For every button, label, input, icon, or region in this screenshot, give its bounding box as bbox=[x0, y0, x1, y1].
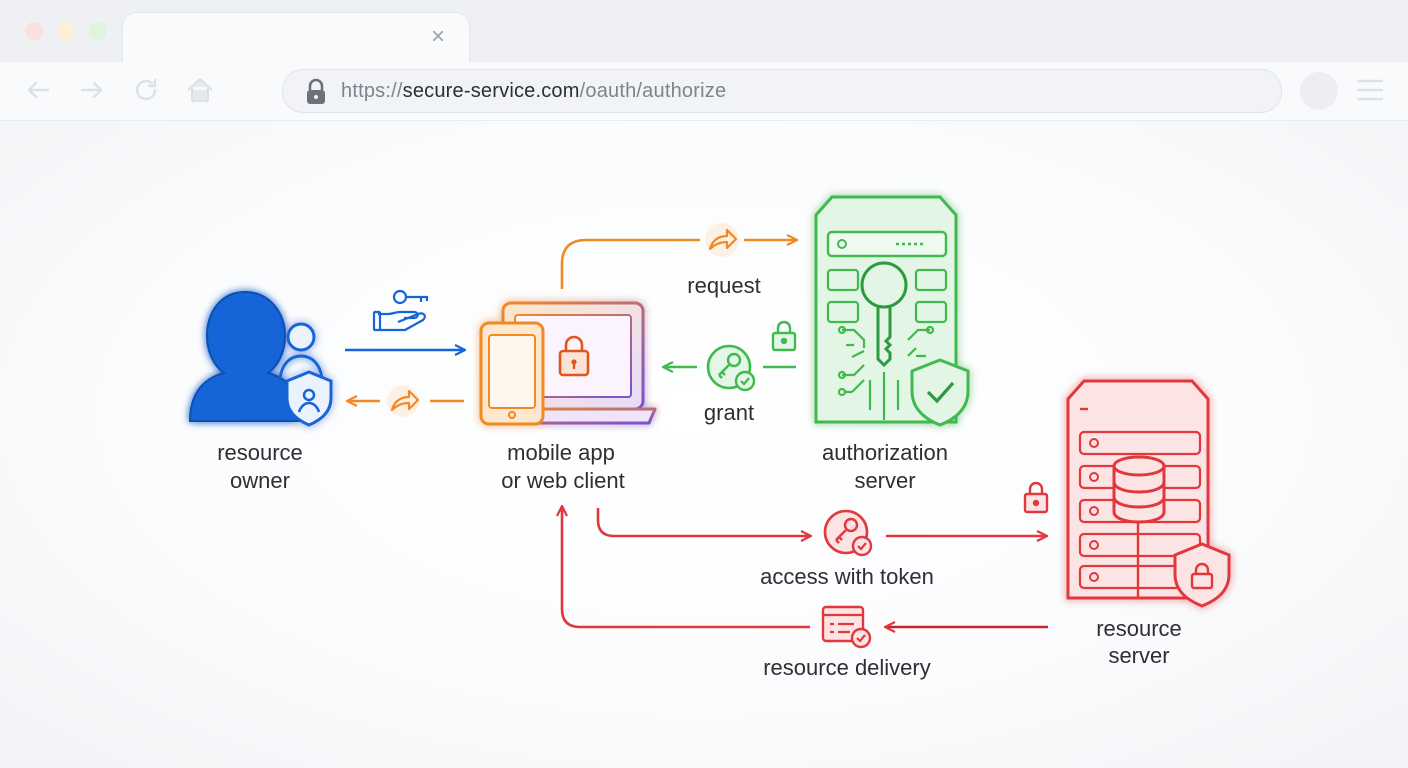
padlock-icon bbox=[771, 320, 797, 352]
profile-avatar-button[interactable] bbox=[1300, 72, 1338, 110]
secondary-user-icon bbox=[286, 322, 316, 352]
request-label: request bbox=[687, 273, 760, 298]
home-button[interactable] bbox=[184, 74, 216, 106]
url-host: secure-service.com bbox=[402, 80, 580, 102]
minimize-window-button[interactable] bbox=[57, 22, 75, 40]
tab-strip: × bbox=[0, 0, 1408, 63]
padlock-icon bbox=[558, 335, 590, 377]
forward-share-icon bbox=[708, 228, 738, 251]
shield-user-icon bbox=[285, 370, 333, 427]
close-window-button[interactable] bbox=[25, 22, 43, 40]
authorization-server-label-line2: server bbox=[854, 468, 915, 493]
database-icon bbox=[1112, 455, 1166, 524]
client-label-line1: mobile app bbox=[507, 440, 615, 465]
lock-icon bbox=[307, 78, 325, 104]
key-icon bbox=[860, 261, 908, 368]
key-check-icon bbox=[823, 509, 873, 557]
url-path: /oauth/authorize bbox=[579, 80, 727, 102]
resource-delivery-label: resource delivery bbox=[763, 655, 931, 680]
forward-share-icon bbox=[390, 389, 420, 412]
owner-to-client-arrow bbox=[345, 289, 464, 350]
user-icon bbox=[188, 290, 304, 422]
browser-toolbar: https://secure-service.com/oauth/authori… bbox=[0, 62, 1408, 121]
forward-button[interactable] bbox=[76, 74, 108, 106]
resource-delivery-arrow bbox=[562, 507, 1048, 649]
shield-check-icon bbox=[910, 358, 970, 427]
hamburger-menu-icon bbox=[1356, 79, 1384, 101]
address-bar[interactable]: https://secure-service.com/oauth/authori… bbox=[282, 69, 1282, 113]
resource-server-label-line2: server bbox=[1108, 643, 1169, 668]
back-button[interactable] bbox=[22, 74, 54, 106]
grant-arrow bbox=[664, 320, 797, 392]
maximize-window-button[interactable] bbox=[89, 22, 107, 40]
arrow-right-icon bbox=[80, 81, 103, 99]
reload-button[interactable] bbox=[130, 74, 162, 106]
browser-tab[interactable]: × bbox=[122, 12, 470, 63]
resource-server-node bbox=[1066, 379, 1231, 608]
menu-button[interactable] bbox=[1356, 78, 1384, 107]
client-devices-node bbox=[479, 301, 657, 426]
resource-owner-label-line1: resource bbox=[217, 440, 303, 465]
resource-owner-label-line2: owner bbox=[230, 468, 290, 493]
page-content: resource owner bbox=[0, 121, 1408, 768]
resource-owner-node bbox=[188, 290, 333, 427]
key-check-icon bbox=[706, 344, 756, 392]
url-scheme: https:// bbox=[341, 80, 403, 102]
url-text: https://secure-service.com/oauth/authori… bbox=[341, 80, 726, 103]
key-in-hand-icon bbox=[372, 289, 429, 332]
oauth-flow-diagram: resource owner bbox=[188, 195, 1231, 680]
request-arrow bbox=[560, 223, 796, 289]
resource-server-label-line1: resource bbox=[1096, 616, 1182, 641]
shield-lock-icon bbox=[1173, 542, 1231, 608]
authorization-server-node bbox=[814, 195, 970, 427]
client-label-line2: or web client bbox=[501, 468, 625, 493]
close-tab-icon[interactable]: × bbox=[430, 23, 445, 50]
document-check-icon bbox=[821, 605, 872, 649]
access-with-token-arrow bbox=[596, 481, 1049, 557]
grant-label: grant bbox=[704, 400, 754, 425]
authorization-server-label-line1: authorization bbox=[822, 440, 948, 465]
access-with-token-label: access with token bbox=[760, 564, 934, 589]
arrow-left-icon bbox=[27, 81, 50, 99]
reload-icon bbox=[135, 78, 157, 101]
padlock-icon bbox=[1023, 481, 1049, 514]
home-icon bbox=[187, 78, 213, 102]
client-to-owner-arrow bbox=[348, 385, 464, 417]
